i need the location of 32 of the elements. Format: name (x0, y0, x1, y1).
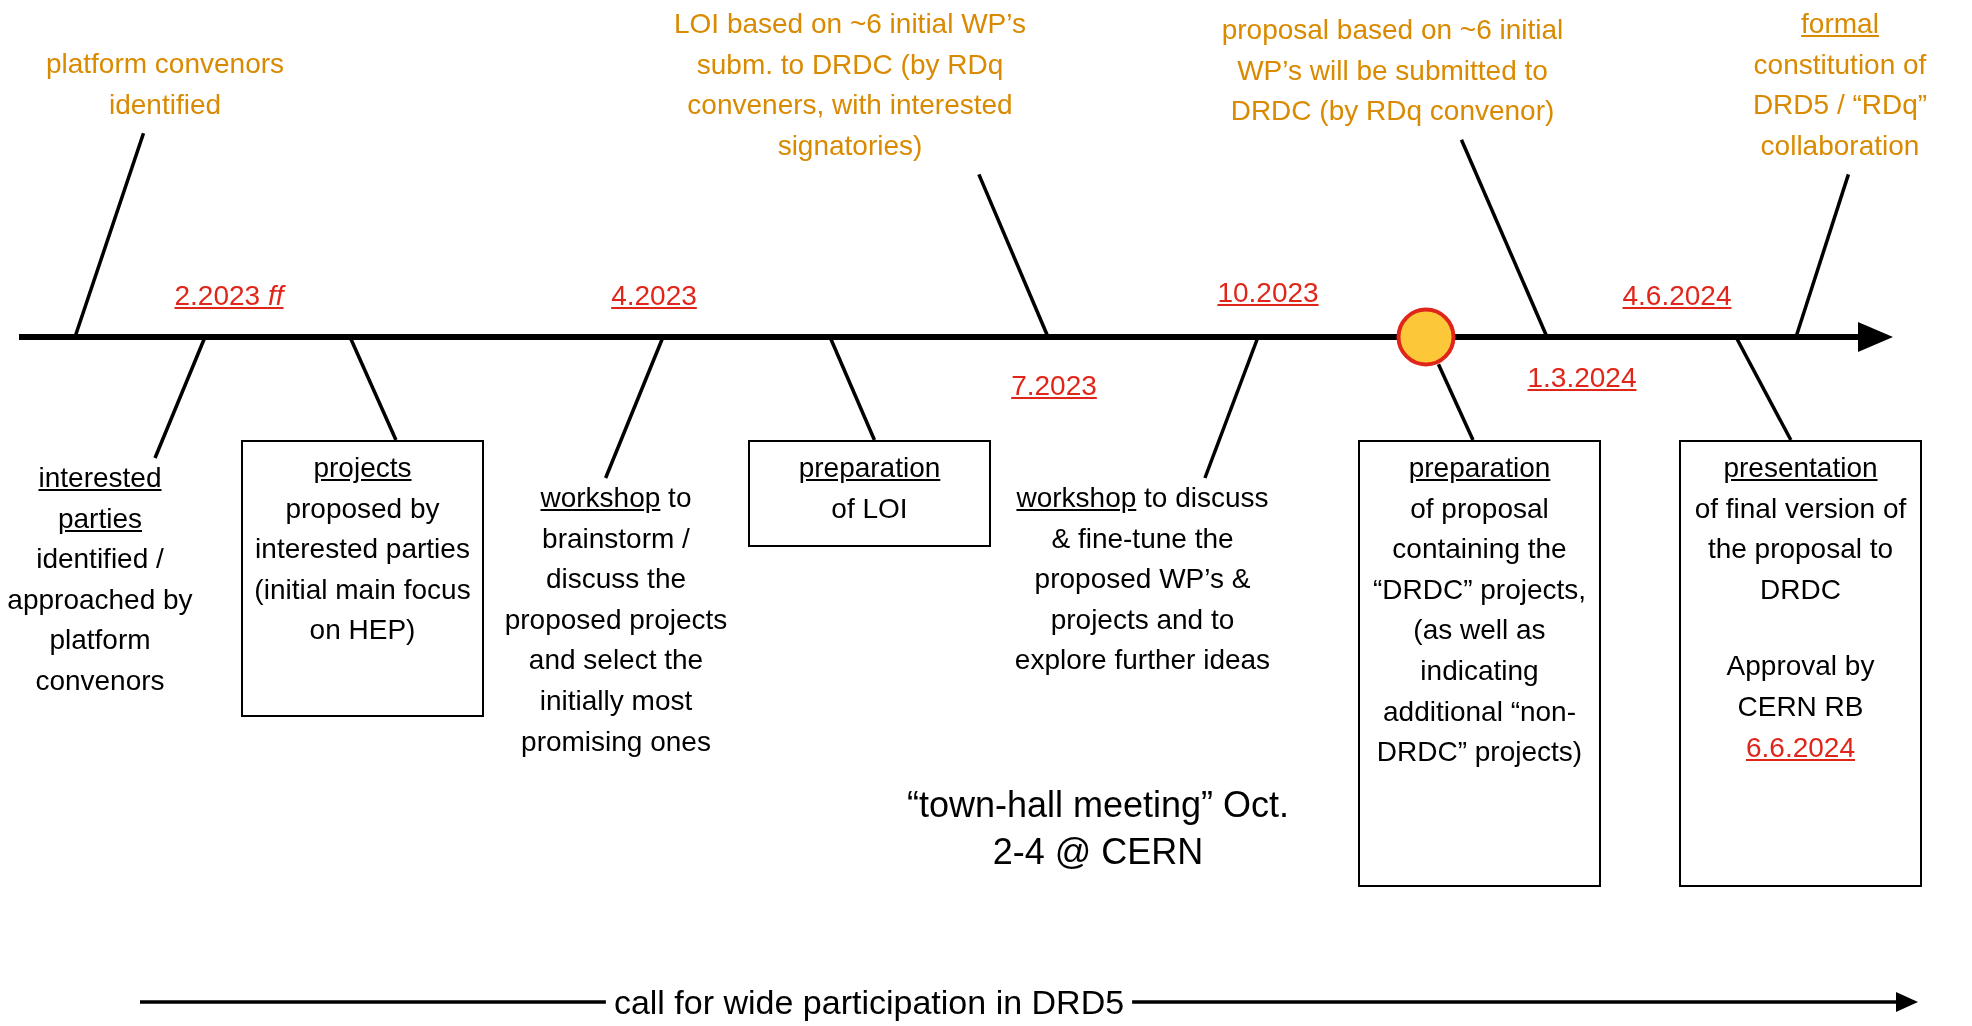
heading: presentation (1722, 451, 1879, 485)
milestone-circle (1396, 307, 1456, 367)
step-box (1679, 440, 1922, 887)
description: identified / approached by platform convenors (6, 542, 194, 698)
description: LOI based on ~6 initial WP’s subm. to DRDC (by RDq conveners, with interested signatories) (673, 7, 1027, 163)
heading: preparation (1407, 451, 1552, 485)
description: workshop to discuss & fine-tune the proposed WP’s & projects and to explore further ideas (1013, 481, 1272, 678)
description: proposed by interested parties (initial main focus on HEP) (253, 491, 472, 648)
banner-text: call for wide participation in DRD5 (613, 982, 1125, 1022)
date-label: 10.2023 (1217, 277, 1319, 309)
description: workshop to brainstorm / discuss the proposed projects and select the initially most promising ones (503, 481, 729, 759)
step-box (1358, 440, 1601, 887)
heading: preparation (797, 451, 942, 485)
date-label: 1.3.2024 (1527, 362, 1637, 394)
leader-line (1436, 363, 1475, 441)
description: of LOI (830, 491, 909, 526)
date-label: 4.2023 (611, 280, 697, 312)
description: proposal based on ~6 initial WP’s will be submitted to DRDC (by RDq convenor) (1220, 13, 1565, 129)
date-label: 6.6.2024 (1745, 730, 1856, 765)
date-label: 4.6.2024 (1622, 280, 1732, 312)
description: of final version of the proposal to DRDC (1693, 491, 1908, 607)
description: constitution of DRD5 / “RDq” collaboration (1751, 47, 1929, 163)
note-text: Approval by CERN RB (1725, 649, 1876, 724)
step-box (241, 440, 484, 717)
heading: formal (1800, 7, 1880, 41)
description: of proposal containing the “DRDC” projects, (as well as indicating additional “non-DRDC” projects) (1371, 491, 1588, 770)
date-label: 7.2023 (1011, 370, 1097, 402)
description: platform convenors identified (44, 47, 286, 122)
event-text: “town-hall meeting” Oct. 2-4 @ CERN (905, 783, 1291, 874)
step-box (748, 440, 991, 547)
heading: projects (312, 451, 413, 485)
date-label: 2.2023 ff (174, 280, 284, 312)
